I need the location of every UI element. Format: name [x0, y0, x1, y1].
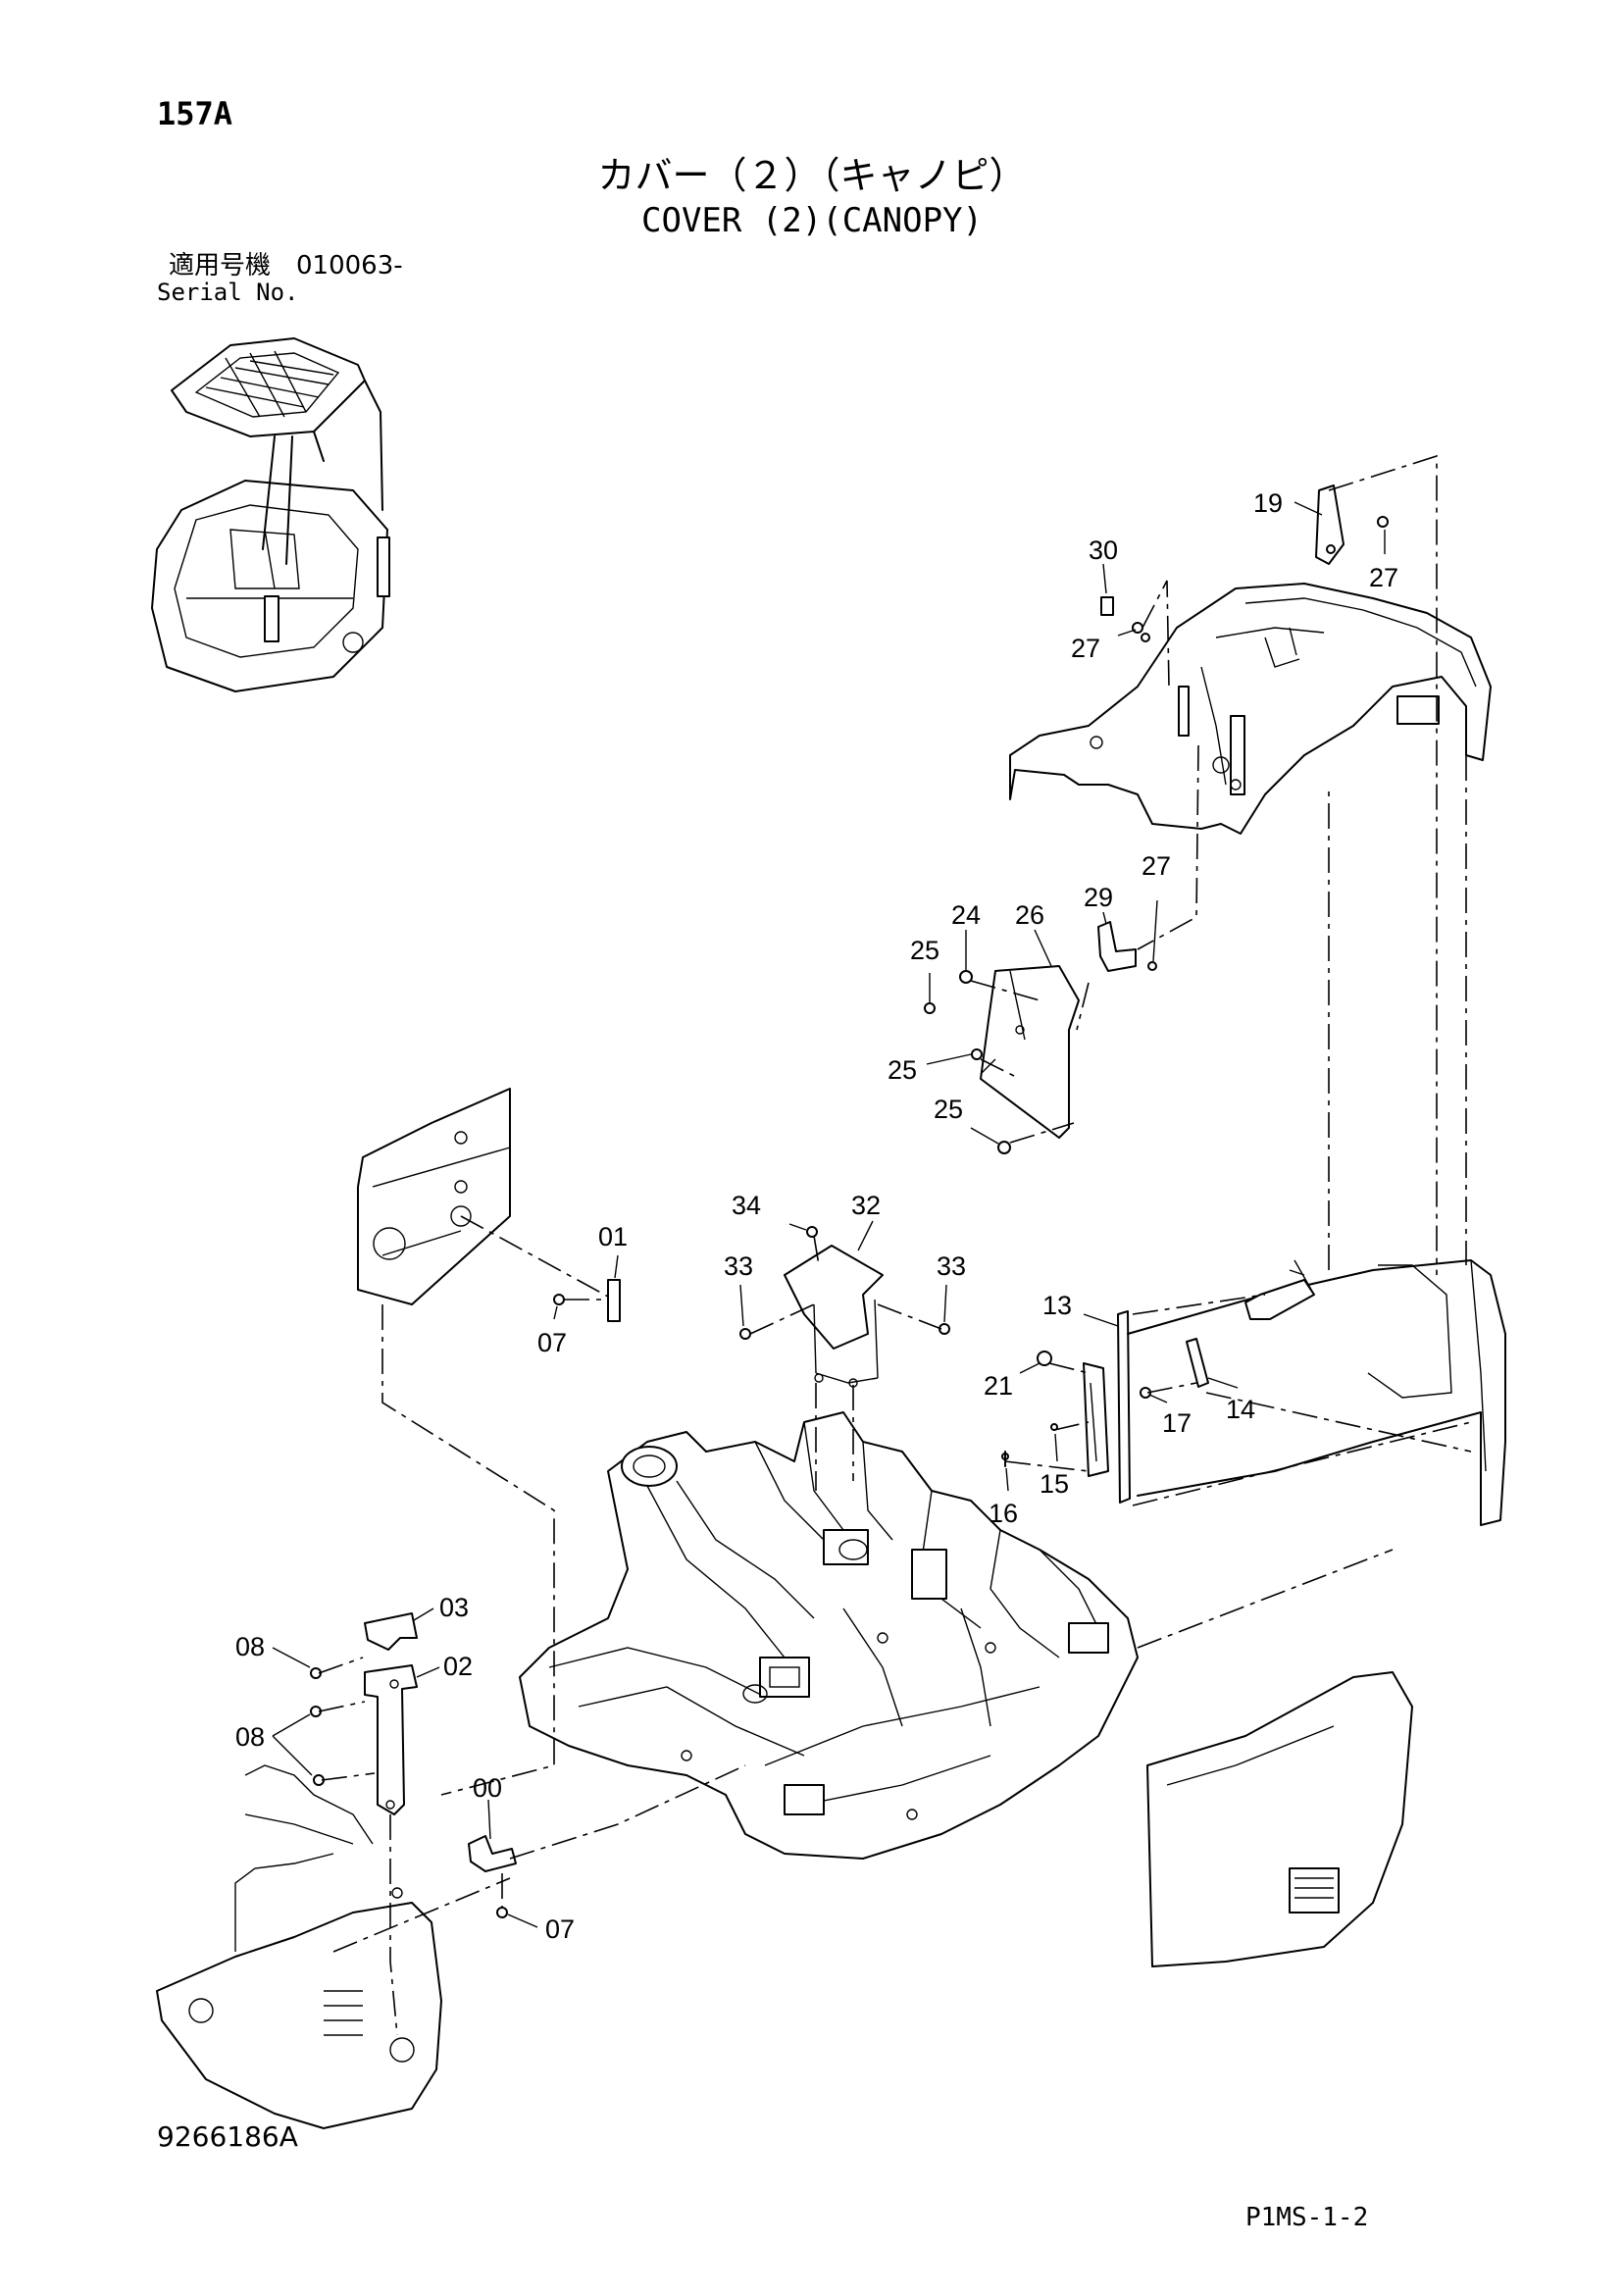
assembly-centerlines [318, 454, 1472, 2036]
callout-27-clip: 27 [1071, 634, 1100, 663]
canopy-cover-upper [1009, 485, 1492, 972]
callout-33-left: 33 [724, 1251, 753, 1281]
callout-03: 03 [439, 1593, 469, 1622]
callout-19: 19 [1253, 488, 1283, 518]
sheet-code: P1MS-1-2 [1245, 2203, 1369, 2232]
callout-00: 00 [473, 1773, 502, 1803]
part-callouts: 19 27 30 27 29 27 24 26 25 25 25 34 32 3… [235, 488, 1398, 1944]
callout-27-top: 27 [1369, 563, 1398, 592]
callout-29: 29 [1084, 883, 1113, 912]
callout-02: 02 [443, 1652, 473, 1681]
callout-08-top: 08 [235, 1632, 265, 1661]
page-title-english: COVER (2)(CANOPY) [641, 201, 983, 240]
callout-07-upper: 07 [537, 1328, 567, 1357]
cover-plate-32 [739, 1226, 950, 1388]
page-title-japanese: カバー（２）（キャノピ） [597, 154, 1027, 197]
left-cover-panel [357, 1088, 621, 1322]
callout-16: 16 [989, 1499, 1018, 1528]
callout-17: 17 [1162, 1408, 1192, 1438]
callout-24: 24 [951, 900, 981, 930]
side-panel-26 [924, 965, 1080, 1154]
serial-label-english: Serial No. [157, 279, 299, 306]
callout-32: 32 [851, 1191, 881, 1220]
rear-counterweight-cover [1146, 1671, 1413, 1967]
callout-30: 30 [1089, 536, 1118, 565]
right-bracket-parts [1001, 1310, 1209, 1504]
callout-25-mid: 25 [888, 1055, 917, 1085]
machine-overview-thumbnail [151, 337, 390, 692]
callout-07-lower: 07 [545, 1914, 575, 1944]
callout-25-bottom: 25 [934, 1095, 963, 1124]
callout-14: 14 [1226, 1395, 1255, 1424]
callout-08-mid: 08 [235, 1722, 265, 1752]
upper-structure-frame [519, 1411, 1139, 1860]
callout-27-mid: 27 [1142, 851, 1171, 881]
serial-label-japanese: 適用号機 010063- [169, 251, 403, 281]
callout-13: 13 [1042, 1291, 1072, 1320]
callout-21: 21 [984, 1371, 1013, 1401]
callout-33-right: 33 [937, 1251, 966, 1281]
leader-lines [272, 501, 1386, 1928]
callout-01: 01 [598, 1222, 628, 1251]
callout-25-top: 25 [910, 936, 939, 965]
document-number: 9266186A [157, 2120, 298, 2153]
front-left-cover [156, 1612, 517, 2129]
callout-34: 34 [732, 1191, 761, 1220]
callout-26: 26 [1015, 900, 1044, 930]
right-large-cover [1127, 1259, 1506, 1526]
page-number: 157A [157, 95, 233, 132]
callout-15: 15 [1040, 1469, 1069, 1499]
